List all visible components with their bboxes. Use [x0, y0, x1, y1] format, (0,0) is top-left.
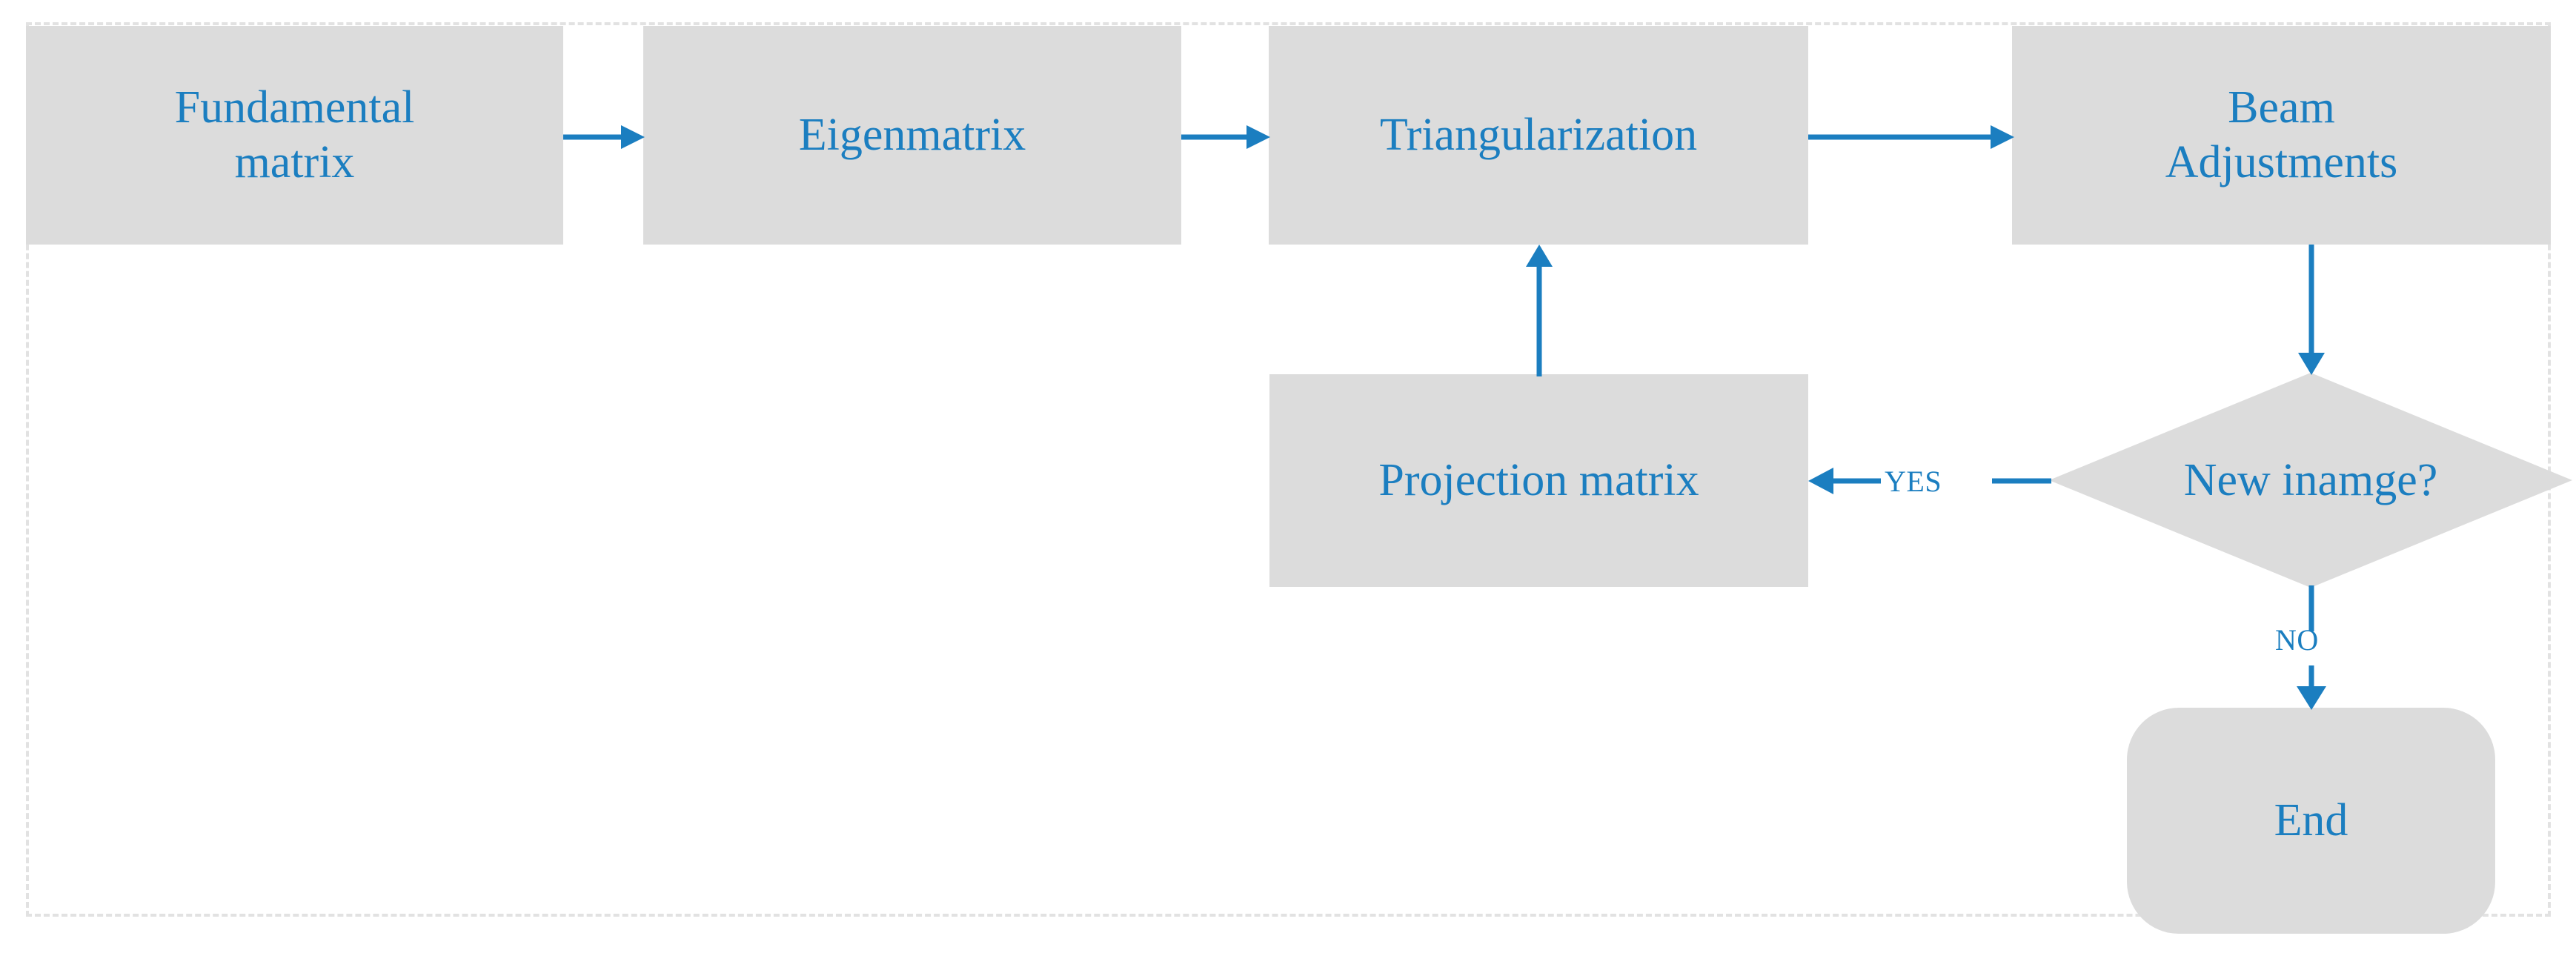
node-new-image-decision-label: New inamge? — [2183, 454, 2438, 505]
diamond-shape — [2049, 373, 2572, 588]
node-eigenmatrix[interactable]: Eigenmatrix — [643, 26, 1181, 245]
edge-projection-matrix-to-triangularization — [1516, 243, 1562, 376]
node-fundamental-matrix-line2: matrix — [234, 136, 355, 187]
edge-label-no: NO — [2275, 623, 2319, 657]
node-projection-matrix[interactable]: Projection matrix — [1269, 374, 1808, 587]
node-fundamental-matrix-line1: Fundamental — [174, 82, 415, 133]
node-triangularization[interactable]: Triangularization — [1269, 26, 1808, 245]
edge-triangularization-to-beam-adjustments — [1808, 111, 2016, 163]
edge-decision-to-end — [2288, 585, 2334, 711]
node-end[interactable]: End — [2127, 708, 2495, 934]
node-projection-matrix-label: Projection matrix — [1378, 454, 1699, 505]
edge-beam-adjustments-to-decision — [2288, 245, 2334, 376]
node-new-image-decision[interactable]: New inamge? — [2049, 373, 2572, 588]
diagram-frame — [26, 22, 2551, 917]
edge-eigenmatrix-to-triangularization — [1181, 111, 1272, 163]
node-triangularization-label: Triangularization — [1379, 109, 1698, 160]
node-end-label: End — [2274, 794, 2348, 846]
node-eigenmatrix-label: Eigenmatrix — [798, 109, 1026, 160]
edge-decision-to-projection-matrix — [1807, 458, 2051, 504]
node-beam-adjustments-line2: Adjustments — [2165, 136, 2398, 187]
node-beam-adjustments-line1: Beam — [2228, 82, 2335, 133]
edge-label-yes: YES — [1885, 465, 1942, 498]
edge-fundamental-to-eigenmatrix — [563, 111, 646, 163]
